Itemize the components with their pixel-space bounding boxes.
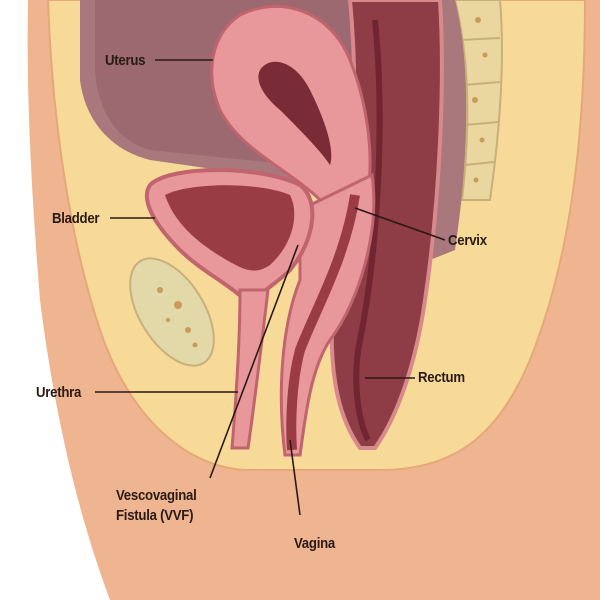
label-uterus: Uterus xyxy=(105,52,146,69)
urethra xyxy=(230,288,270,450)
label-cervix: Cervix xyxy=(448,232,487,249)
vagina-leader xyxy=(289,439,301,516)
label-vvf-line1: Vescovaginal xyxy=(116,487,197,504)
label-bladder: Bladder xyxy=(52,210,100,227)
pubic-bone xyxy=(129,257,215,367)
cervix-leader xyxy=(354,207,446,241)
label-urethra: Urethra xyxy=(36,384,82,401)
spine xyxy=(453,0,503,201)
label-rectum: Rectum xyxy=(418,369,465,386)
label-vvf-line2: Fistula (VVF) xyxy=(116,507,194,524)
label-vagina: Vagina xyxy=(294,535,335,552)
vvf-leader xyxy=(209,244,299,479)
